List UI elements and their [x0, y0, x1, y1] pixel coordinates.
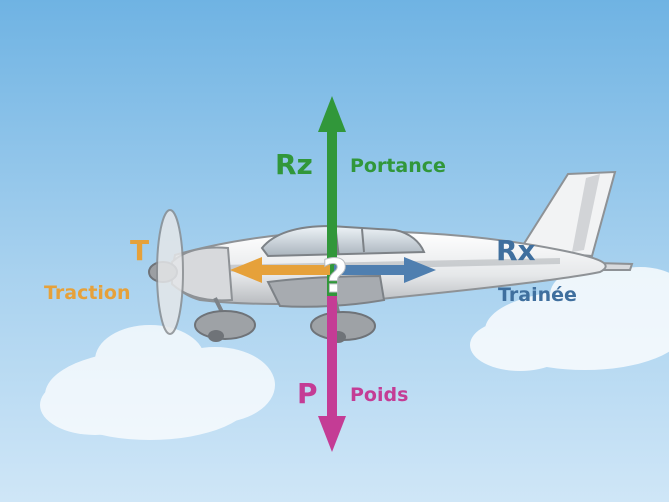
drag-arrow — [334, 257, 436, 283]
thrust-arrow — [230, 257, 330, 283]
thrust-symbol: T — [130, 234, 150, 267]
lift-symbol: Rz — [275, 148, 313, 181]
drag-label: Trainée — [498, 284, 577, 306]
weight-label: Poids — [350, 384, 409, 406]
wing — [266, 274, 386, 308]
weight-symbol: P — [297, 377, 318, 410]
cloud-right — [470, 265, 669, 371]
cockpit-canopy — [260, 224, 426, 258]
center-question-mark: ? — [322, 249, 349, 303]
lift-label: Portance — [350, 155, 446, 177]
thrust-label: Traction — [44, 282, 131, 304]
landing-gear-front — [194, 297, 256, 342]
drag-symbol: Rx — [496, 234, 536, 267]
airplane — [148, 170, 634, 343]
cloud-left — [40, 325, 275, 440]
weight-arrow — [318, 296, 346, 452]
propeller — [156, 209, 184, 335]
lift-arrow — [318, 96, 346, 300]
